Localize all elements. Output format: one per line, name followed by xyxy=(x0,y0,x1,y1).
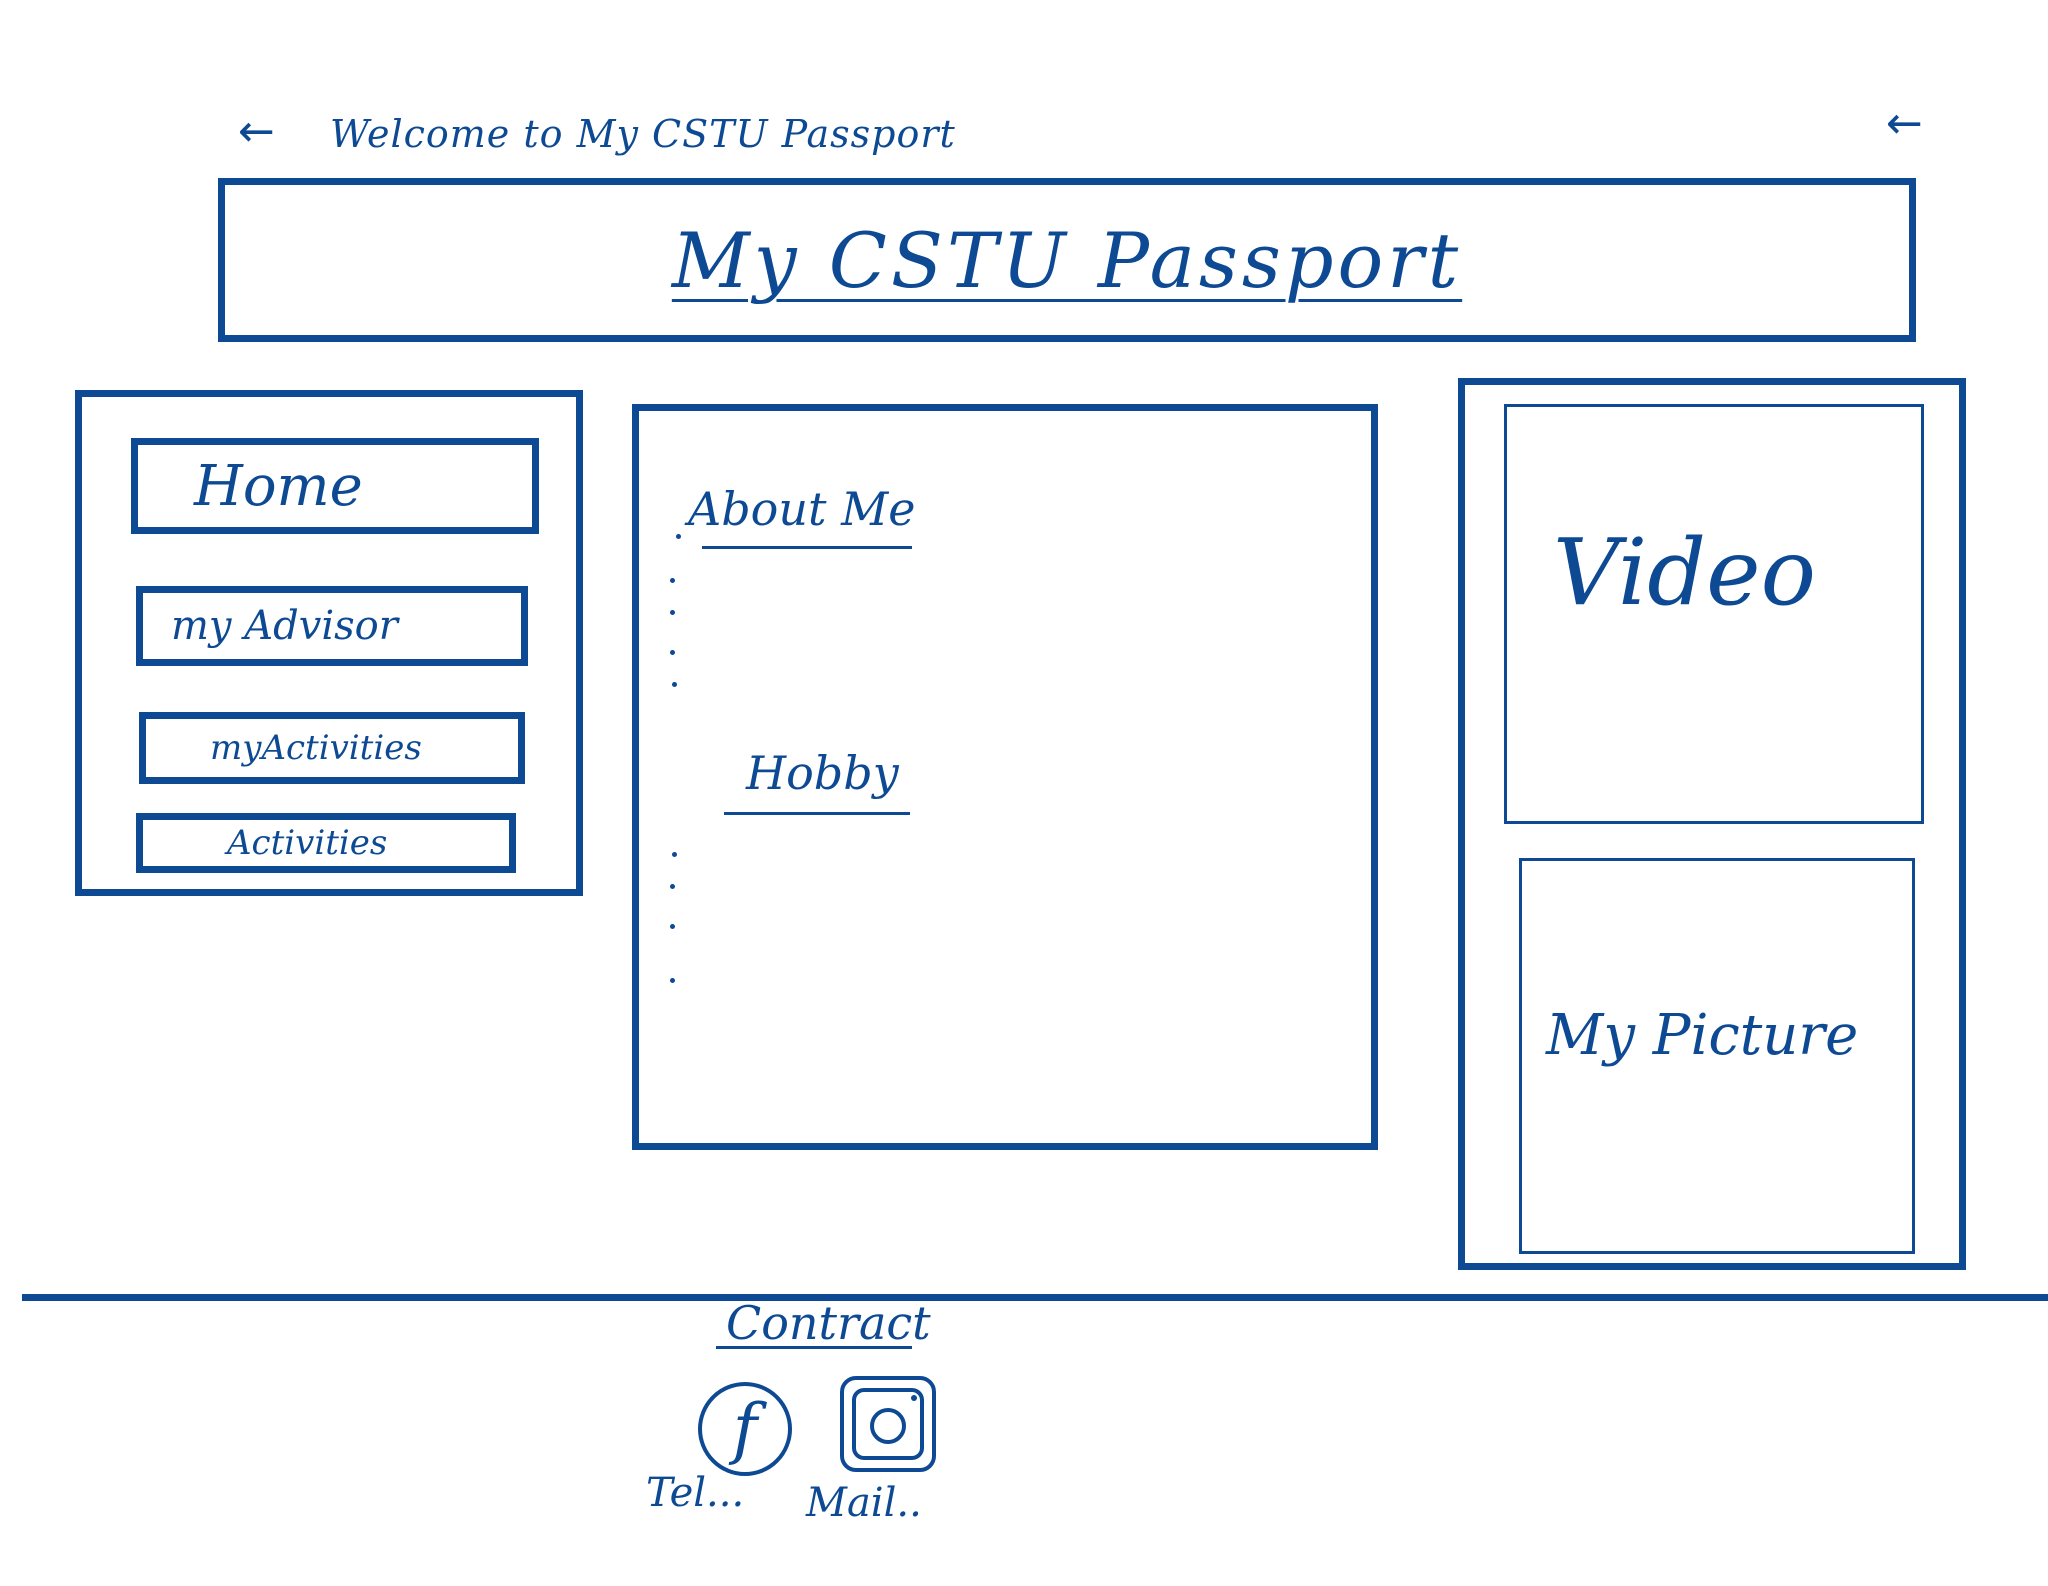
video-box[interactable]: Video xyxy=(1504,404,1924,824)
footer-divider xyxy=(22,1294,2048,1301)
picture-label: My Picture xyxy=(1546,1003,1859,1068)
media-panel xyxy=(1458,378,1966,1270)
sidebar-item-label: my Advisor xyxy=(171,603,398,649)
bullet-dot xyxy=(670,650,675,655)
instagram-icon[interactable] xyxy=(840,1376,936,1472)
page-title: My CSTU Passport xyxy=(671,215,1463,305)
bullet-dot xyxy=(670,578,675,583)
bullet-dot xyxy=(670,924,675,929)
back-arrow-icon[interactable]: ← xyxy=(1886,98,1923,149)
back-arrow-icon[interactable]: ← xyxy=(238,106,275,157)
sidebar-item-my-advisor[interactable]: my Advisor xyxy=(136,586,528,666)
sidebar-item-home[interactable]: Home xyxy=(131,438,539,534)
about-me-heading: About Me xyxy=(688,482,916,536)
sidebar-item-label: myActivities xyxy=(210,728,422,768)
main-content xyxy=(632,404,1378,1150)
picture-box: My Picture xyxy=(1519,858,1915,1254)
hobby-heading: Hobby xyxy=(746,746,899,800)
bullet-dot xyxy=(676,534,681,539)
sidebar-item-label: Home xyxy=(194,453,363,519)
sidebar-item-label: Activities xyxy=(227,823,388,863)
contact-heading: Contract xyxy=(726,1296,931,1350)
facebook-icon[interactable]: f xyxy=(698,1382,792,1476)
title-banner: My CSTU Passport xyxy=(218,178,1916,342)
mail-text: Mail.. xyxy=(806,1480,922,1526)
sidebar-item-my-activities[interactable]: myActivities xyxy=(139,712,525,784)
welcome-text: Welcome to My CSTU Passport xyxy=(330,112,956,156)
bullet-dot xyxy=(672,682,677,687)
bullet-dot xyxy=(670,610,675,615)
video-label: Video xyxy=(1553,519,1816,626)
bullet-dot xyxy=(670,884,675,889)
bullet-dot xyxy=(672,852,677,857)
tel-text: Tel... xyxy=(646,1470,745,1516)
sidebar-item-activities[interactable]: Activities xyxy=(136,813,516,873)
about-me-underline xyxy=(702,546,912,549)
facebook-letter: f xyxy=(732,1390,758,1467)
contact-underline xyxy=(716,1346,912,1349)
sidebar xyxy=(75,390,583,896)
hobby-underline xyxy=(724,812,910,815)
bullet-dot xyxy=(670,978,675,983)
